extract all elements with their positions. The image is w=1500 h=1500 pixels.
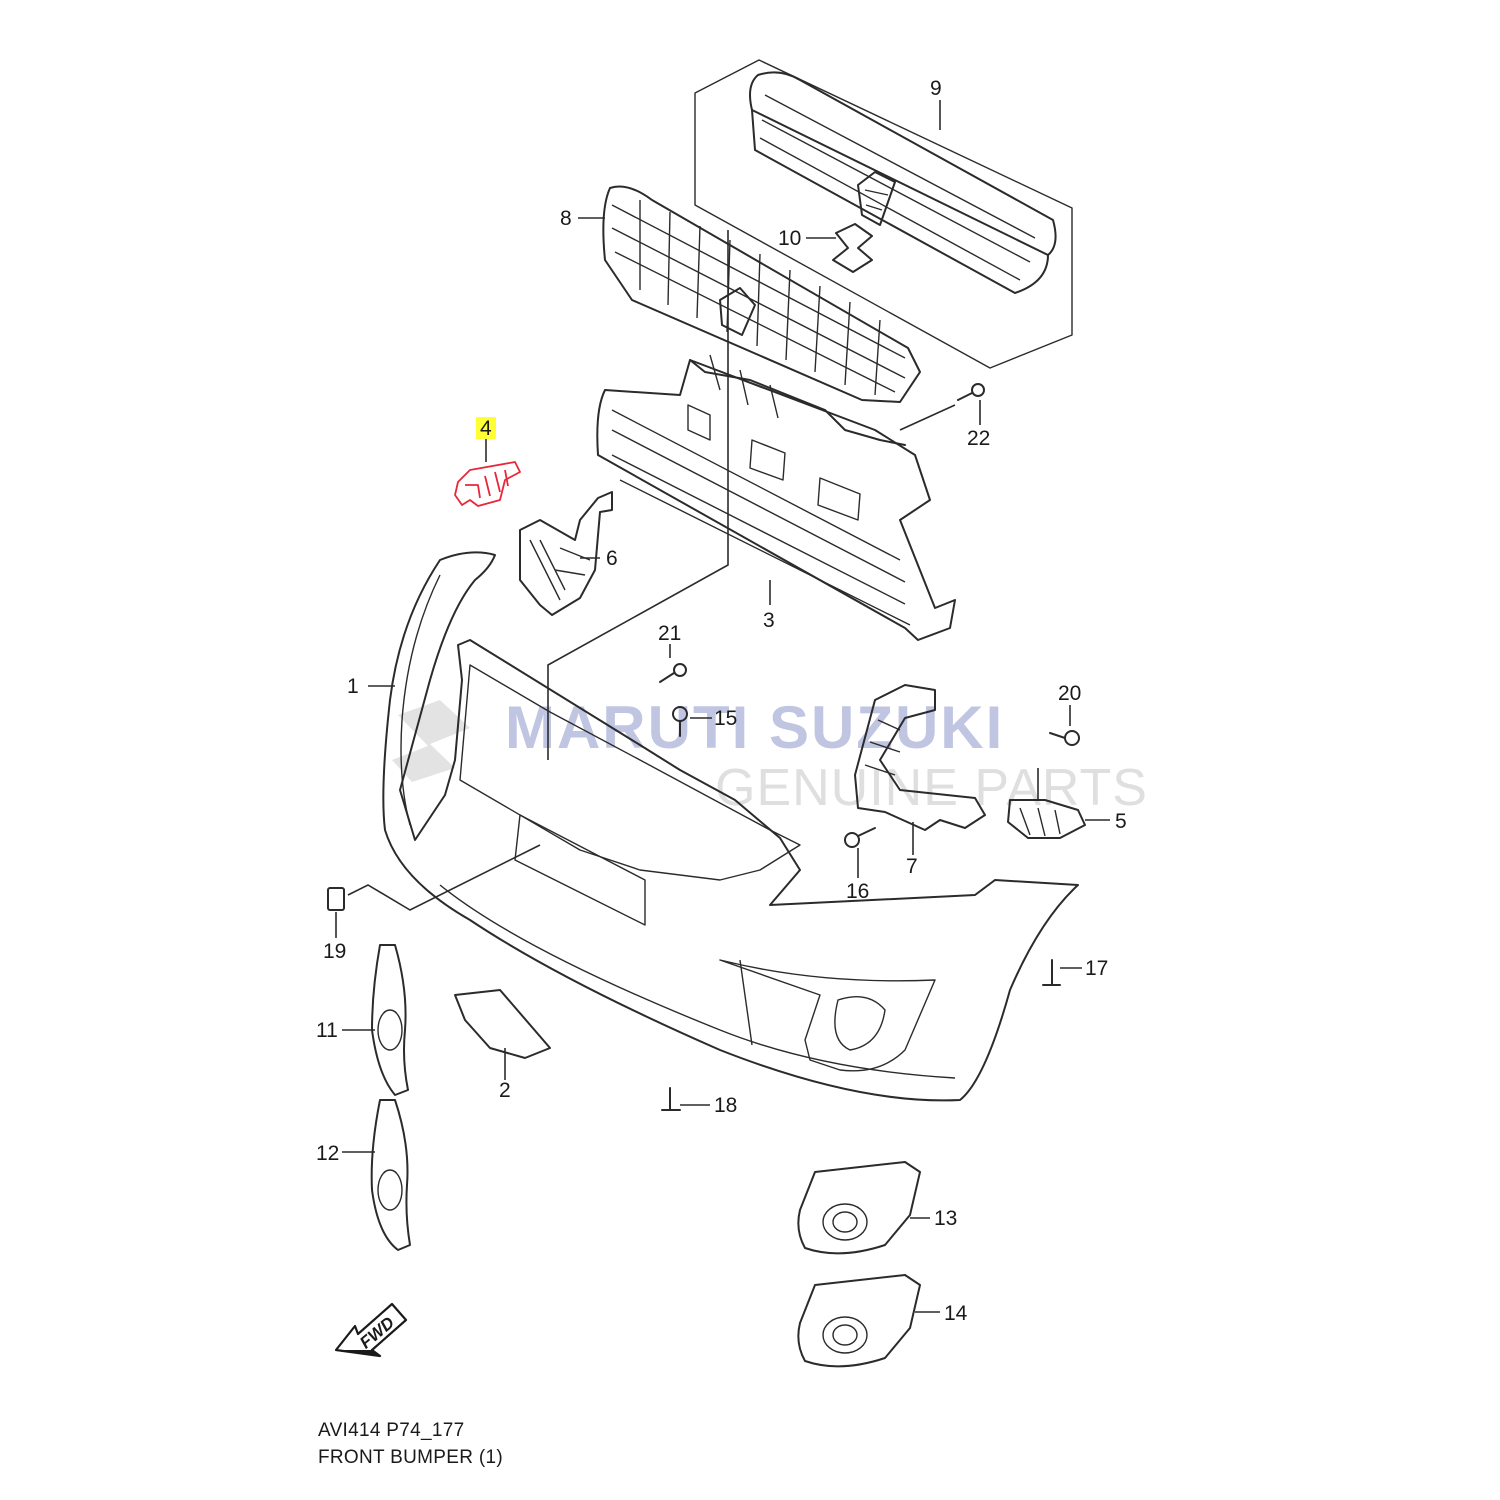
fastener-17-pin bbox=[1042, 959, 1061, 986]
callout-2: 2 bbox=[499, 1079, 511, 1102]
callout-7: 7 bbox=[906, 855, 918, 878]
watermark-line1: MARUTI SUZUKI bbox=[505, 694, 1004, 761]
part-2-lower-strip bbox=[454, 989, 551, 1059]
part-5-side-bracket bbox=[1007, 799, 1086, 839]
part-9-upper-grille bbox=[694, 59, 1073, 369]
part-3-lower-grille bbox=[596, 354, 956, 641]
callout-labels: 9 8 10 22 4 6 3 21 1 15 20 5 7 16 19 17 … bbox=[316, 77, 1127, 1325]
callout-17: 17 bbox=[1085, 957, 1108, 980]
part-4-bracket-highlighted bbox=[454, 461, 521, 507]
callout-13: 13 bbox=[934, 1207, 957, 1230]
callout-16: 16 bbox=[846, 880, 869, 903]
callout-19: 19 bbox=[323, 940, 346, 963]
callout-11: 11 bbox=[316, 1019, 338, 1042]
fastener-19-nut bbox=[327, 887, 345, 911]
callout-14: 14 bbox=[944, 1302, 968, 1325]
part-7-side-bracket bbox=[854, 684, 986, 831]
diagram-code: AVI414 P74_177 bbox=[318, 1420, 465, 1441]
callout-6: 6 bbox=[606, 547, 618, 570]
callout-21: 21 bbox=[658, 622, 681, 645]
fastener-22-screw bbox=[957, 383, 985, 401]
callout-15: 15 bbox=[714, 707, 737, 730]
part-14-fog-cover bbox=[797, 1274, 921, 1368]
fastener-16-bolt bbox=[844, 827, 876, 848]
leader-lines bbox=[335, 100, 1110, 1313]
watermark: MARUTI SUZUKI GENUINE PARTS bbox=[392, 694, 1148, 817]
diagram-title: FRONT BUMPER (1) bbox=[318, 1447, 503, 1468]
part-12-fog-bezel bbox=[370, 1099, 411, 1251]
fastener-20-screw bbox=[1049, 730, 1080, 746]
part-11-fog-bezel bbox=[371, 944, 409, 1096]
callout-1: 1 bbox=[347, 675, 359, 698]
part-10-emblem bbox=[832, 223, 873, 273]
callout-8: 8 bbox=[560, 207, 572, 230]
callout-9: 9 bbox=[930, 77, 942, 100]
callout-4-label: 4 bbox=[480, 417, 492, 440]
part-13-fog-cover bbox=[797, 1161, 921, 1255]
callout-20: 20 bbox=[1058, 682, 1081, 705]
fastener-21-screw bbox=[659, 663, 687, 683]
suzuki-logo-watermark bbox=[392, 700, 470, 782]
callout-12: 12 bbox=[316, 1142, 339, 1165]
callout-4-highlight bbox=[476, 417, 496, 439]
callout-10: 10 bbox=[778, 227, 801, 250]
callout-22: 22 bbox=[967, 427, 990, 450]
part-8-mesh-grille bbox=[602, 185, 921, 403]
callout-3: 3 bbox=[763, 609, 775, 632]
callout-18: 18 bbox=[714, 1094, 737, 1117]
fastener-15-clip bbox=[672, 706, 688, 737]
fastener-18-pin bbox=[661, 1087, 681, 1111]
fwd-arrow-icon: FWD bbox=[334, 1302, 408, 1358]
watermark-line2: GENUINE PARTS bbox=[715, 759, 1148, 817]
callout-5: 5 bbox=[1115, 810, 1127, 833]
part-6-bracket bbox=[519, 491, 613, 616]
part-1-bumper-cover bbox=[382, 551, 1079, 1102]
